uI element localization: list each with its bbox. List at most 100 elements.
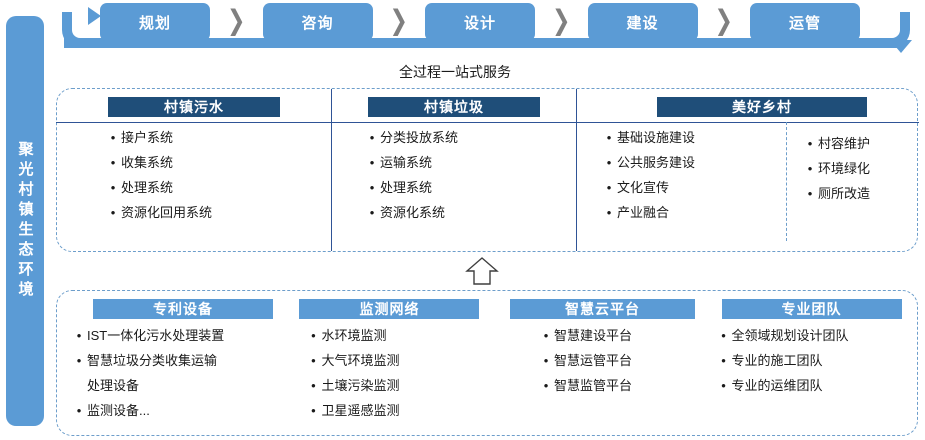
bullet-icon: • (369, 130, 375, 145)
bullet-icon: • (110, 180, 116, 195)
domain-column-wastewater: 村镇污水 • 接户系统 • 收集系统 • 处理系统 (56, 89, 332, 251)
list-item-label: 水环境监测 (321, 328, 387, 343)
domain-item-list-village: • 基础设施建设 • 公共服务建设 • 文化宣传 • 产业融合 (601, 131, 786, 219)
capability-item-list-equipment: • IST一体化污水处理装置 • 智慧垃圾分类收集运输 • 处理设备 • 监测设… (71, 329, 291, 417)
flow-loop-left (62, 12, 98, 48)
bullet-icon: • (543, 353, 549, 368)
capability-item-list-monitoring: • 水环境监测 • 大气环境监测 • 土壤污染监测 • 卫星遥感监测 (305, 329, 496, 417)
capability-column-equipment: 专利设备 • IST一体化污水处理装置 • 智慧垃圾分类收集运输 • 处理设备 (57, 291, 291, 435)
list-item: • 水环境监测 (305, 329, 496, 342)
domain-header-waste: 村镇垃圾 (368, 97, 540, 117)
list-item-label: 卫星遥感监测 (321, 403, 400, 418)
capability-header-monitoring: 监测网络 (299, 299, 480, 319)
up-arrow-icon (465, 256, 499, 286)
header-rule (56, 122, 332, 123)
list-item-label: 智慧监管平台 (553, 378, 632, 393)
list-item-label: 分类投放系统 (380, 130, 459, 145)
sidebar-label: 聚光村镇生态环境 (16, 141, 34, 301)
list-item: • 智慧监管平台 (538, 379, 708, 392)
domain-header-wastewater: 村镇污水 (108, 97, 280, 117)
list-item-label: 文化宣传 (617, 180, 670, 195)
list-item: • 收集系统 (105, 156, 331, 169)
capability-columns: 专利设备 • IST一体化污水处理装置 • 智慧垃圾分类收集运输 • 处理设备 (57, 291, 917, 435)
list-item: • 文化宣传 (601, 181, 786, 194)
domain-column-village-extra: • 村容维护 • 环境绿化 • 厕所改造 (786, 89, 917, 251)
bullet-icon: • (606, 205, 612, 220)
bullet-icon: • (606, 130, 612, 145)
list-item: • 智慧建设平台 (538, 329, 708, 342)
service-domains-panel: 村镇污水 • 接户系统 • 收集系统 • 处理系统 (56, 88, 919, 252)
list-item-label: 接户系统 (121, 130, 174, 145)
bullet-icon: • (76, 403, 82, 418)
bullet-icon: • (807, 136, 813, 151)
list-item: • 大气环境监测 (305, 354, 496, 367)
list-item-label: 处理系统 (380, 180, 433, 195)
list-item: • 智慧运管平台 (538, 354, 708, 367)
bullet-icon: • (369, 180, 375, 195)
list-item-label: 土壤污染监测 (321, 378, 400, 393)
list-item-label: 资源化系统 (380, 205, 446, 220)
list-item-label: 专业的运维团队 (731, 378, 823, 393)
list-item-label: 智慧运管平台 (553, 353, 632, 368)
flow-step-list: 规划 ❯ 咨询 ❯ 设计 ❯ 建设 ❯ 运管 (100, 2, 860, 42)
bullet-icon: • (543, 328, 549, 343)
capability-header-equipment: 专利设备 (93, 299, 273, 319)
column-divider-dashed (786, 122, 787, 241)
list-item: • 资源化回用系统 (105, 206, 331, 219)
bullet-icon: • (606, 180, 612, 195)
list-item: • 监测设备... (71, 404, 291, 417)
list-item-label: IST一体化污水处理装置 (87, 328, 225, 343)
list-item-label: 大气环境监测 (321, 353, 400, 368)
bullet-icon: • (110, 130, 116, 145)
list-item: • 土壤污染监测 (305, 379, 496, 392)
list-item-label: 智慧垃圾分类收集运输 (87, 353, 218, 368)
flow-step-planning[interactable]: 规划 (100, 3, 210, 41)
capability-item-list-cloud: • 智慧建设平台 • 智慧运管平台 • 智慧监管平台 (538, 329, 708, 392)
list-item-label: 全领域规划设计团队 (731, 328, 849, 343)
capability-column-monitoring: 监测网络 • 水环境监测 • 大气环境监测 • 土壤污染监测 (291, 291, 496, 435)
bullet-icon: • (76, 353, 82, 368)
list-item: • 卫星遥感监测 (305, 404, 496, 417)
list-item-label: 资源化回用系统 (121, 205, 213, 220)
domain-item-list-village-extra: • 村容维护 • 环境绿化 • 厕所改造 (802, 137, 917, 200)
list-item: • 处理系统 (105, 181, 331, 194)
domain-column-village: 美好乡村 • 基础设施建设 • 公共服务建设 • 文化宣传 (576, 89, 919, 251)
list-item-label: 运输系统 (380, 155, 433, 170)
bullet-icon: • (807, 186, 813, 201)
flow-step-consulting[interactable]: 咨询 (262, 3, 373, 41)
bullet-icon: • (369, 155, 375, 170)
bullet-icon: • (543, 378, 549, 393)
list-item: • 基础设施建设 (601, 131, 786, 144)
bullet-icon: • (311, 403, 316, 418)
chevron-right-icon-1: ❯ (227, 5, 246, 37)
bullet-icon: • (311, 353, 316, 368)
list-item: • 资源化系统 (364, 206, 576, 219)
bullet-icon: • (606, 155, 612, 170)
header-rule (332, 122, 576, 123)
bullet-icon: • (369, 205, 375, 220)
flow-step-design[interactable]: 设计 (425, 3, 535, 41)
bullet-icon: • (311, 378, 316, 393)
list-item-label: 基础设施建设 (617, 130, 696, 145)
arrow-right-icon (88, 7, 101, 25)
list-item-label: 环境绿化 (818, 161, 871, 176)
list-item-label: 处理系统 (121, 180, 174, 195)
list-item: • 全领域规划设计团队 (716, 329, 918, 342)
bullet-icon: • (721, 353, 726, 368)
chevron-right-icon-3: ❯ (552, 5, 571, 37)
list-item: • 环境绿化 (802, 162, 917, 175)
list-item: • 专业的施工团队 (716, 354, 918, 367)
domain-item-list-wastewater: • 接户系统 • 收集系统 • 处理系统 • 资源化回用系统 (105, 131, 331, 219)
list-item: • 厕所改造 (802, 187, 917, 200)
chevron-right-icon-2: ❯ (389, 5, 408, 37)
list-item-label: 处理设备 (87, 378, 140, 393)
flow-step-construction[interactable]: 建设 (587, 3, 698, 41)
bullet-icon: • (721, 378, 726, 393)
list-item-label: 监测设备... (87, 403, 150, 418)
flow-step-operation[interactable]: 运管 (750, 3, 860, 41)
capability-header-team: 专业团队 (721, 299, 902, 319)
list-item: • IST一体化污水处理装置 (71, 329, 291, 342)
service-domain-columns: 村镇污水 • 接户系统 • 收集系统 • 处理系统 (56, 89, 919, 251)
list-item: • 分类投放系统 (364, 131, 576, 144)
